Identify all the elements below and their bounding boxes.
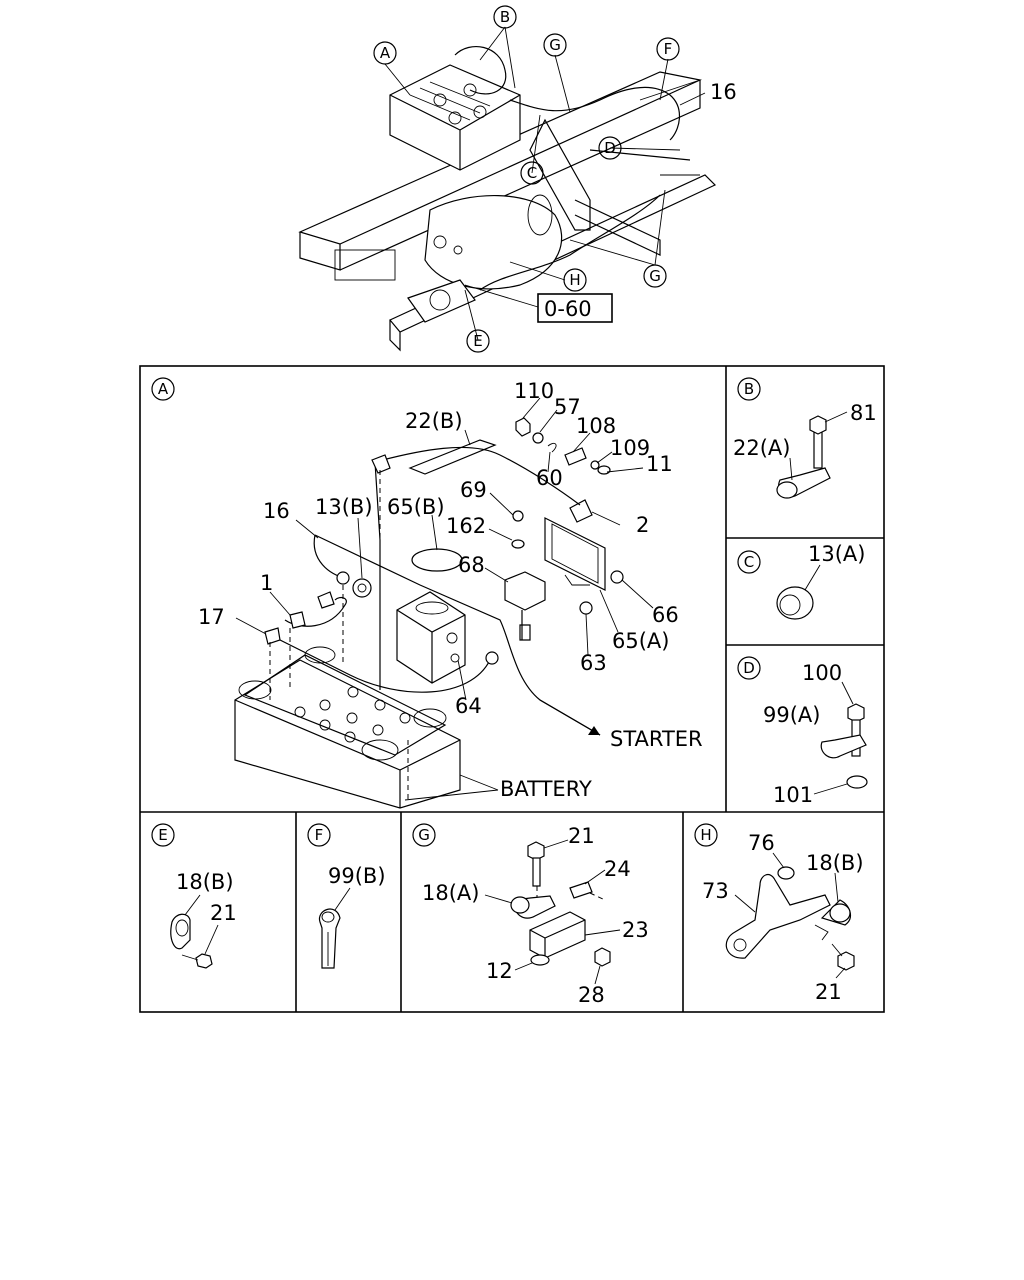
label-18a: 18(A)	[422, 881, 479, 905]
panel-e: E 18(B) 21	[151, 823, 237, 969]
label-101: 101	[773, 783, 813, 807]
callout-e: E	[473, 332, 482, 350]
callout-h: H	[569, 271, 580, 289]
panel-a-letter: A	[158, 380, 169, 398]
callout-f: F	[664, 40, 673, 58]
callout-c: C	[527, 164, 537, 182]
label-11: 11	[646, 452, 673, 476]
label-76: 76	[748, 831, 775, 855]
overview-callouts: A B G F C D G H E 16 0-60	[373, 5, 737, 353]
label-99b: 99(B)	[328, 864, 386, 888]
label-108: 108	[576, 414, 616, 438]
panel-g: G 21 24 18(A) 23 12 28	[412, 823, 649, 1007]
reference-box: 0-60	[544, 297, 592, 321]
label-13b: 13(B)	[315, 495, 373, 519]
label-2: 2	[636, 513, 649, 537]
panel-frames	[139, 365, 885, 1013]
label-1: 1	[260, 571, 273, 595]
panel-h: H 76 18(B) 73 21	[694, 823, 864, 1004]
panel-c-letter: C	[744, 553, 754, 571]
callout-g-top: G	[549, 36, 561, 54]
label-63: 63	[580, 651, 607, 675]
label-81: 81	[850, 401, 877, 425]
overview-illustration	[298, 26, 717, 352]
label-100: 100	[802, 661, 842, 685]
label-21-e: 21	[210, 901, 237, 925]
panel-d-letter: D	[743, 659, 755, 677]
label-13a: 13(A)	[808, 542, 865, 566]
label-23: 23	[622, 918, 649, 942]
panel-b-letter: B	[744, 380, 754, 398]
panel-d: D 100 99(A) 101	[737, 656, 868, 807]
callout-a: A	[380, 44, 391, 62]
panel-h-letter: H	[700, 826, 711, 844]
label-28: 28	[578, 983, 605, 1007]
label-21-g: 21	[568, 824, 595, 848]
callout-b: B	[500, 8, 510, 26]
panel-c: C 13(A)	[737, 542, 865, 620]
label-battery: BATTERY	[500, 777, 592, 801]
label-16: 16	[263, 499, 290, 523]
panel-a: A	[151, 377, 703, 809]
label-65b: 65(B)	[387, 495, 445, 519]
label-60: 60	[536, 466, 563, 490]
label-99a: 99(A)	[763, 703, 820, 727]
label-69: 69	[460, 478, 487, 502]
label-64: 64	[455, 694, 482, 718]
panel-e-letter: E	[158, 826, 167, 844]
label-68: 68	[458, 553, 485, 577]
label-57: 57	[554, 395, 581, 419]
overview-part-16: 16	[710, 80, 737, 104]
label-21-h: 21	[815, 980, 842, 1004]
label-65a: 65(A)	[612, 629, 669, 653]
label-109: 109	[610, 436, 650, 460]
label-73: 73	[702, 879, 729, 903]
panel-f-letter: F	[315, 826, 324, 844]
panel-g-letter: G	[418, 826, 430, 844]
label-starter: STARTER	[610, 727, 703, 751]
label-110: 110	[514, 379, 554, 403]
label-22a: 22(A)	[733, 436, 790, 460]
panel-f: F 99(B)	[307, 823, 386, 969]
label-162: 162	[446, 514, 486, 538]
label-22b: 22(B)	[405, 409, 463, 433]
panel-b: B 81 22(A)	[733, 377, 877, 499]
label-24: 24	[604, 857, 631, 881]
label-12: 12	[486, 959, 513, 983]
label-18b-e: 18(B)	[176, 870, 234, 894]
callout-g-bottom: G	[649, 267, 661, 285]
callout-d: D	[604, 139, 616, 157]
label-17: 17	[198, 605, 225, 629]
label-66: 66	[652, 603, 679, 627]
label-18b-h: 18(B)	[806, 851, 864, 875]
